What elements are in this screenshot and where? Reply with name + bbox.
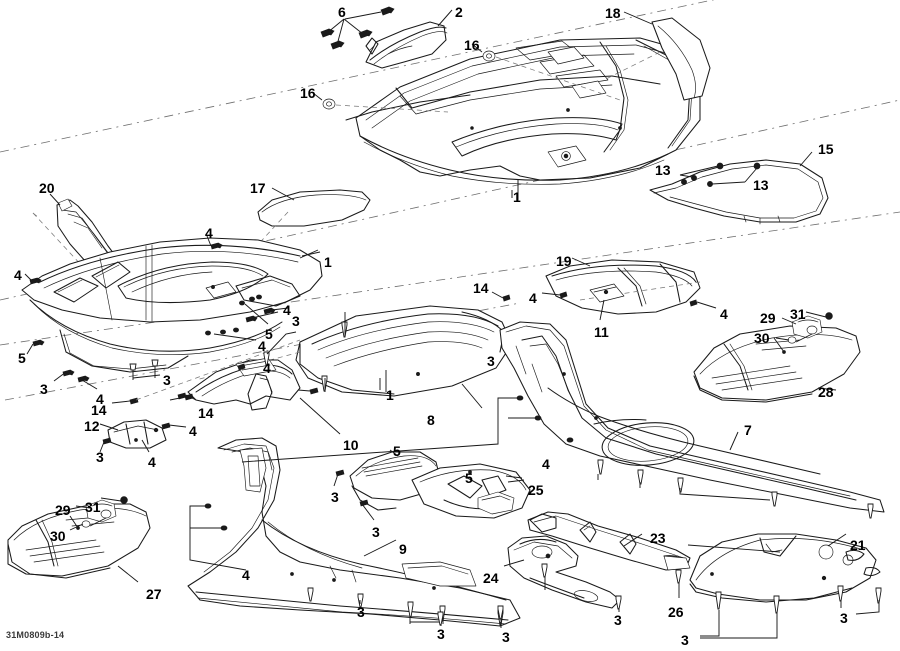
callout-number-17: 17 [250, 180, 266, 196]
part-12-bracket [99, 419, 187, 453]
part-8-center-floor-panel [195, 305, 513, 409]
callout-number-16: 16 [464, 37, 480, 53]
callout-number-3: 3 [357, 604, 365, 620]
callout-number-12: 12 [84, 418, 100, 434]
callout-number-5: 5 [265, 326, 273, 342]
callout-number-5: 5 [393, 443, 401, 459]
callout-number-4: 4 [529, 290, 537, 306]
callout-number-29: 29 [760, 310, 776, 326]
part-28-right-belly-pan [693, 311, 861, 403]
part-23-cross-member [527, 511, 691, 598]
callout-number-21: 21 [850, 537, 866, 553]
callout-number-1: 1 [513, 189, 521, 205]
part-17-seat-pad [217, 187, 371, 289]
callout-number-3: 3 [96, 449, 104, 465]
callout-number-7: 7 [744, 422, 752, 438]
callout-number-27: 27 [146, 586, 162, 602]
part-6-screws [320, 6, 395, 50]
callout-number-30: 30 [754, 330, 770, 346]
callout-number-4: 4 [258, 338, 266, 354]
part-1-second-console [21, 237, 323, 373]
callout-number-3: 3 [40, 381, 48, 397]
callout-number-4: 4 [242, 567, 250, 583]
part-fragment-left-bottom [477, 491, 515, 515]
callout-number-13: 13 [753, 177, 769, 193]
callout-number-3: 3 [681, 632, 689, 648]
callout-number-3: 3 [163, 372, 171, 388]
callout-number-4: 4 [205, 225, 213, 241]
callout-number-1: 1 [386, 387, 394, 403]
callout-number-4: 4 [14, 267, 22, 283]
callout-number-4: 4 [96, 391, 104, 407]
callout-number-3: 3 [487, 353, 495, 369]
callout-number-8: 8 [427, 412, 435, 428]
part-10-support-panel [169, 331, 341, 435]
callout-number-25: 25 [528, 482, 544, 498]
figure-code-label: 31M0809b-14 [6, 630, 65, 640]
callout-number-4: 4 [148, 454, 156, 470]
part-9-left-running-board [187, 437, 521, 627]
callout-number-26: 26 [668, 604, 684, 620]
callout-number-31: 31 [790, 306, 806, 322]
callout-number-6: 6 [338, 4, 346, 20]
callout-number-1: 1 [324, 254, 332, 270]
callout-number-5: 5 [18, 350, 26, 366]
part-18-trim-strip [603, 11, 711, 101]
part-24-brace-fitting [437, 535, 622, 628]
fasteners-middle-left [24, 235, 301, 405]
part-27-left-belly-pan [7, 496, 151, 583]
callout-number-9: 9 [399, 541, 407, 557]
callout-number-4: 4 [263, 360, 271, 376]
callout-number-14: 14 [198, 405, 214, 421]
callout-number-20: 20 [39, 180, 55, 196]
callout-number-3: 3 [292, 313, 300, 329]
callout-number-13: 13 [655, 162, 671, 178]
part-15-bumper-loop [649, 151, 829, 225]
callout-number-11: 11 [594, 324, 609, 340]
callout-number-14: 14 [473, 280, 489, 296]
part-7-right-footrest [241, 321, 885, 519]
part-19-upper-side-panel [491, 257, 717, 321]
callout-number-16: 16 [300, 85, 316, 101]
part-2-upper-trim [365, 9, 453, 69]
callout-number-31: 31 [85, 499, 101, 515]
callout-number-3: 3 [502, 629, 510, 645]
part-21-rear-skid-plate [687, 533, 882, 639]
callout-number-4: 4 [189, 423, 197, 439]
callout-number-3: 3 [372, 524, 380, 540]
callout-number-3: 3 [437, 626, 445, 642]
callout-number-4: 4 [720, 306, 728, 322]
part-1-console-assembly [345, 37, 701, 202]
callout-number-24: 24 [483, 570, 499, 586]
callout-number-3: 3 [614, 612, 622, 628]
callout-number-30: 30 [50, 528, 66, 544]
callout-number-3: 3 [331, 489, 339, 505]
callout-number-4: 4 [542, 456, 550, 472]
callout-number-5: 5 [465, 470, 473, 486]
callout-number-10: 10 [343, 437, 359, 453]
callout-number-14: 14 [91, 402, 107, 418]
callout-number-15: 15 [818, 141, 834, 157]
callout-number-4: 4 [283, 302, 291, 318]
callout-number-28: 28 [818, 384, 834, 400]
part-16-grommets [312, 43, 621, 113]
callout-number-2: 2 [455, 4, 463, 20]
callout-number-29: 29 [55, 502, 71, 518]
callout-number-18: 18 [605, 5, 621, 21]
callout-number-19: 19 [556, 253, 572, 269]
callout-number-23: 23 [650, 530, 666, 546]
callout-number-3: 3 [840, 610, 848, 626]
